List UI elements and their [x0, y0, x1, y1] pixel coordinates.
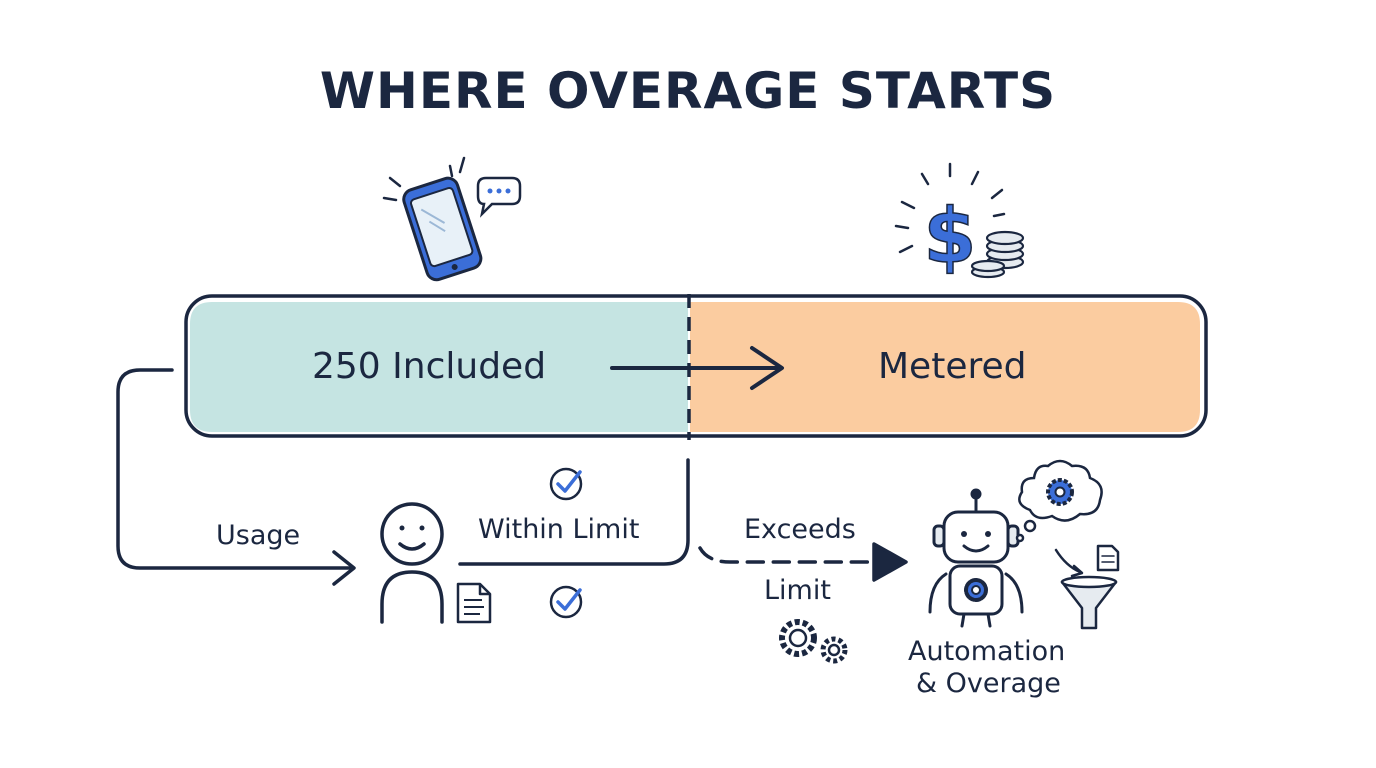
flow-lines	[116, 368, 908, 586]
gears-icon	[779, 619, 848, 664]
exceeds-dashed-line	[698, 546, 878, 564]
exceeds-arrow-head	[872, 542, 908, 582]
limit-label: Limit	[764, 575, 831, 606]
automation-label-line1: Automation	[908, 636, 1066, 667]
overflow-arrow-head	[750, 346, 784, 390]
funnel-icon	[1054, 544, 1120, 630]
thought-bubble-icon	[1015, 459, 1103, 543]
svg-text:$: $	[924, 191, 977, 280]
document-icon	[456, 582, 492, 624]
phone-spark-lines	[382, 156, 466, 202]
chat-bubble-icon	[476, 176, 522, 218]
robot-icon	[928, 488, 1024, 628]
checkmark-circle-icon	[549, 585, 583, 619]
automation-label-line2: & Overage	[916, 668, 1061, 699]
dollar-spark-lines	[894, 162, 1006, 254]
dollar-sign-icon: $	[923, 190, 977, 281]
bar-outline	[184, 294, 1208, 438]
within-limit-line	[458, 458, 690, 566]
included-segment	[190, 302, 688, 432]
usage-label: Usage	[216, 520, 301, 551]
included-label: 250 Included	[312, 346, 547, 387]
person-icon	[380, 502, 444, 624]
smartphone-icon	[402, 176, 483, 282]
metered-segment	[690, 302, 1200, 432]
metered-label: Metered	[878, 346, 1027, 387]
usage-arrow-head	[332, 550, 356, 586]
usage-bar	[184, 294, 1208, 440]
within-limit-label: Within Limit	[478, 514, 640, 545]
coin-stack-icon	[970, 230, 1025, 279]
exceeds-label: Exceeds	[744, 514, 856, 545]
diagram-title: WHERE OVERAGE STARTS	[319, 62, 1057, 120]
checkmark-circle-icon	[549, 467, 583, 501]
usage-loop-line	[116, 368, 352, 570]
